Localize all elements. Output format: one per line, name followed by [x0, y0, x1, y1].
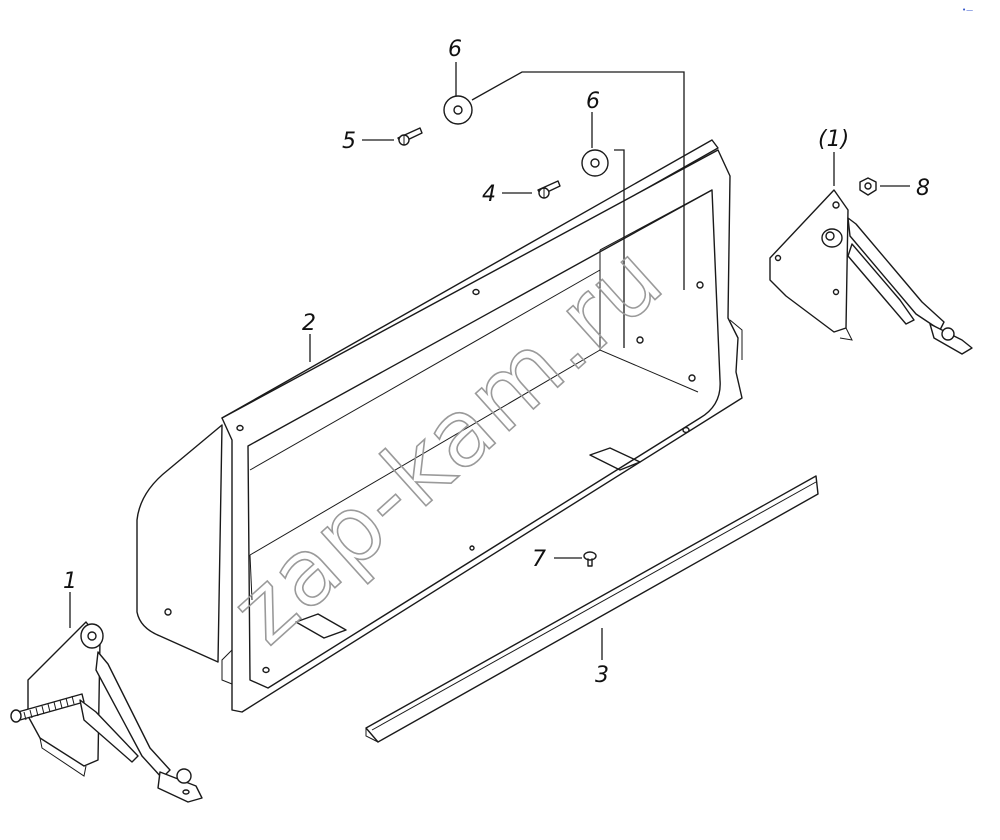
nut-8	[859, 177, 877, 196]
callout-8: 8	[916, 176, 930, 201]
housing-slot-right	[589, 447, 641, 471]
hinge-left	[10, 621, 203, 803]
housing-hole	[696, 281, 704, 289]
callout-5: 5	[342, 129, 356, 154]
hinge-right	[769, 189, 973, 355]
seal-strip	[365, 475, 819, 743]
corner-mark: •—	[962, 6, 973, 14]
screw-5	[397, 127, 423, 146]
callout-6-left: 6	[448, 37, 462, 62]
housing-hole	[636, 336, 644, 344]
housing-front-frame	[221, 149, 743, 713]
housing-opening	[247, 189, 721, 689]
callout-2: 2	[302, 311, 316, 336]
housing-hole	[682, 426, 690, 434]
screw-4	[537, 180, 561, 199]
housing-hole	[472, 288, 480, 296]
housing-hole	[164, 608, 172, 616]
callout-7: 7	[532, 547, 546, 572]
housing-hole	[469, 545, 475, 551]
callout-6-right: 6	[586, 89, 600, 114]
washer-6-left	[443, 95, 473, 125]
washer-6-right	[581, 149, 609, 177]
housing-slot-left	[295, 613, 347, 639]
housing-hole	[236, 424, 244, 432]
leader-lines	[69, 62, 910, 660]
housing-hole	[688, 374, 696, 382]
housing-hole	[262, 666, 270, 674]
glove-box-housing	[136, 139, 743, 713]
callout-3: 3	[595, 663, 609, 688]
housing-side-shell	[136, 424, 223, 663]
bolt-7	[583, 551, 597, 567]
callout-1-repeat: (1)	[818, 127, 849, 152]
callout-1: 1	[63, 569, 77, 594]
callout-4: 4	[482, 182, 496, 207]
